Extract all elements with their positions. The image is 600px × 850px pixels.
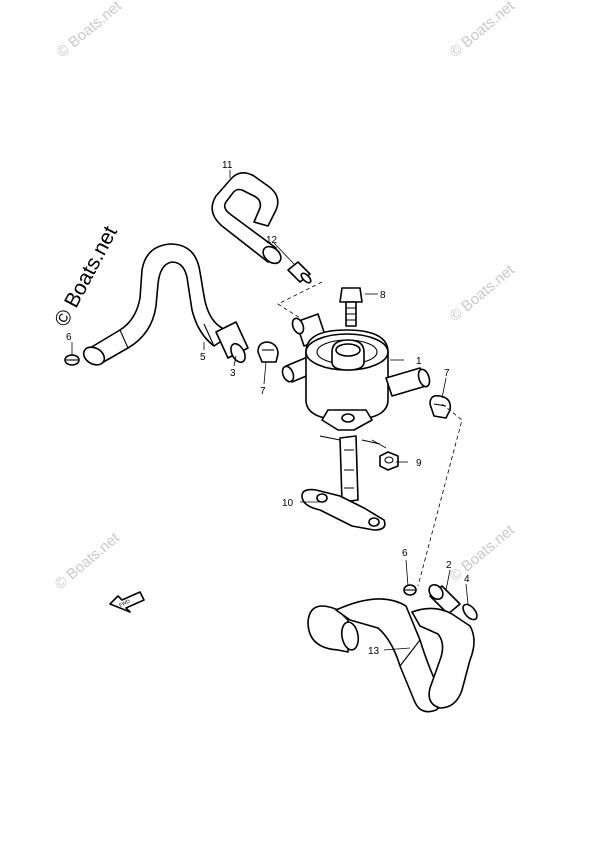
callout-9: 9 (416, 458, 422, 469)
callout-8: 8 (380, 290, 386, 301)
callouts: 11 12 8 1 7 9 10 5 3 7 6 6 2 4 13 (66, 160, 470, 657)
clip-6-upper (64, 354, 80, 366)
callout-6-lower: 6 (402, 548, 408, 559)
hose-13 (307, 598, 478, 713)
fwd-arrow-icon: FWD (109, 591, 145, 613)
watermark-top-right: © Boats.net (447, 0, 519, 61)
clamp-7-left (257, 341, 279, 363)
leader-lines (71, 170, 469, 651)
callout-4: 4 (464, 574, 470, 585)
callout-7-right: 7 (444, 368, 450, 379)
bracket-10 (301, 435, 386, 531)
callout-2: 2 (446, 560, 452, 571)
callout-10: 10 (282, 498, 294, 509)
hose-11 (211, 172, 282, 265)
watermark-lower-right: © Boats.net (447, 521, 519, 585)
watermark-mid-right: © Boats.net (447, 261, 519, 325)
nut-9 (379, 451, 399, 471)
fuel-filter-1 (281, 313, 431, 431)
callout-12: 12 (266, 235, 278, 246)
callout-5: 5 (200, 352, 206, 363)
fitting-12 (287, 261, 312, 284)
callout-6-upper: 6 (66, 332, 72, 343)
callout-13: 13 (368, 646, 380, 657)
bolt-8 (339, 287, 363, 327)
callout-7-left: 7 (260, 386, 266, 397)
watermark-center-left: © Boats.net (50, 222, 122, 330)
watermark-top-left: © Boats.net (54, 0, 126, 61)
connection-lines (277, 281, 463, 587)
callout-1: 1 (416, 356, 422, 367)
clamp-7-right (429, 394, 452, 419)
hose-2 (428, 583, 461, 615)
callout-11: 11 (222, 160, 233, 171)
hose-3 (215, 321, 249, 364)
fwd-label: FWD (118, 598, 131, 608)
watermark-lower-left: © Boats.net (52, 529, 124, 593)
callout-3: 3 (230, 368, 236, 379)
clip-6-lower (403, 584, 417, 596)
